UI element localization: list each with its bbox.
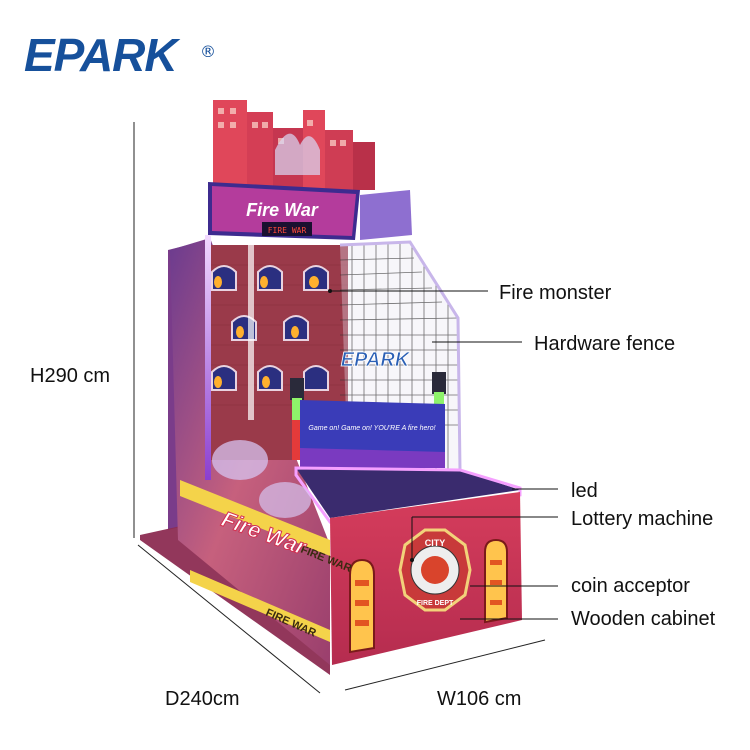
label-coin-acceptor: coin acceptor [571, 575, 690, 597]
dimension-height: H290 cm [30, 365, 111, 387]
score-display: FIRE WAR [268, 226, 307, 235]
marquee-title: Fire War [246, 200, 319, 220]
crest-top-text: CITY [425, 538, 446, 548]
epark-logo: EPARK ® [24, 26, 216, 84]
label-wooden-cabinet: Wooden cabinet [571, 608, 716, 630]
left-neon-pillar [205, 235, 211, 480]
side-graphics: FIRE WAR FIRE WAR Fire War [180, 440, 353, 642]
play-deck [296, 468, 520, 518]
building-windows [211, 265, 329, 391]
panel-text: Game on! Game on! YOU'RE A fire hero! [308, 425, 435, 432]
skyline-topper [213, 100, 375, 190]
fence-logo: EPARK [341, 349, 411, 371]
hydrant-lights [349, 538, 508, 654]
label-lottery-machine: Lottery machine [571, 508, 714, 530]
control-panel: Game on! Game on! YOU'RE A fire hero! [300, 400, 445, 468]
callout-lines [330, 290, 558, 620]
crest-bottom-text: FIRE DEPT [417, 600, 454, 607]
logo-text: EPARK [24, 29, 178, 81]
registered-mark: ® [200, 42, 216, 61]
dimension-width: W106 cm [437, 688, 522, 710]
label-hardware-fence: Hardware fence [534, 333, 676, 355]
fire-dept-crest: CITY FIRE DEPT [398, 528, 472, 612]
dimension-depth: D240cm [165, 688, 240, 710]
label-led: led [571, 480, 598, 502]
dimension-lines [133, 122, 546, 694]
label-fire-monster: Fire monster [499, 282, 612, 304]
